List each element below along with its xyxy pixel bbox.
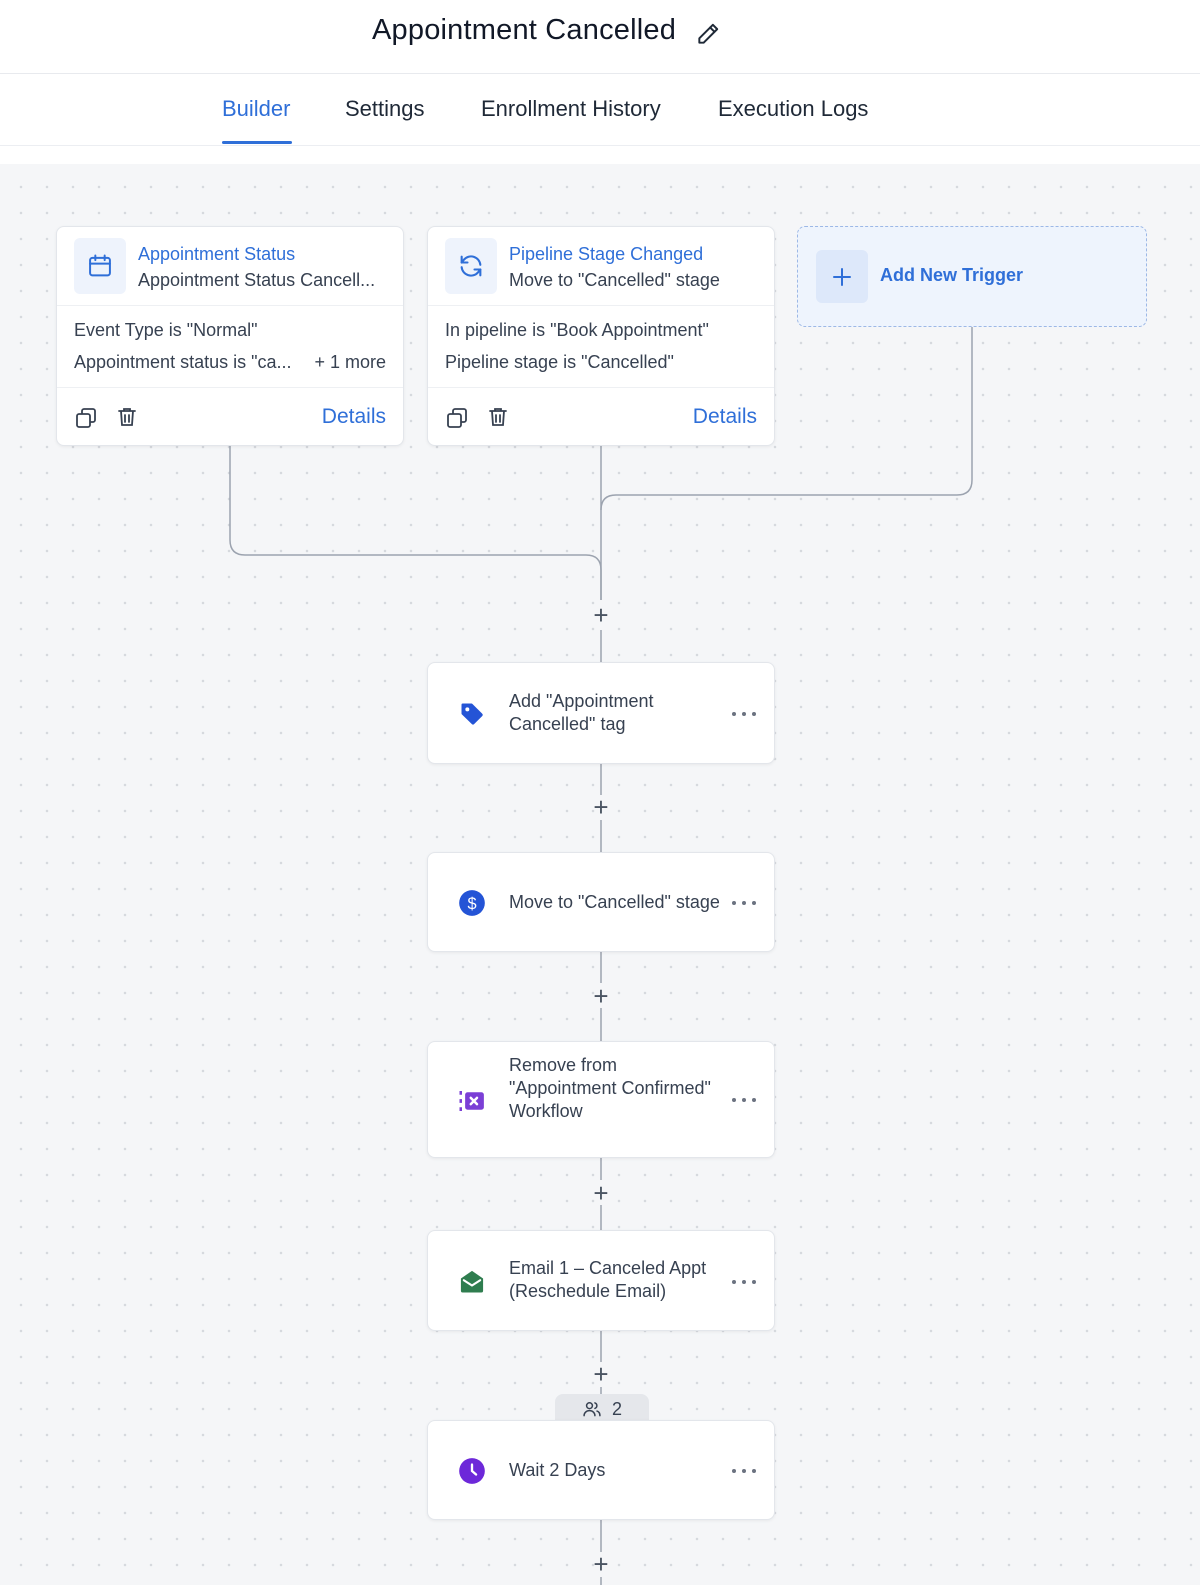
more-options-icon[interactable]: [732, 708, 756, 720]
calendar-icon: [74, 238, 126, 294]
action-label: Email 1 – Canceled Appt (Reschedule Emai…: [509, 1258, 707, 1301]
trigger-condition: Pipeline stage is "Cancelled": [445, 352, 674, 372]
action-label: Move to "Cancelled" stage: [509, 892, 720, 912]
contacts-waiting-badge[interactable]: 2: [555, 1394, 649, 1424]
trigger-title: Appointment Status: [138, 244, 296, 264]
action-card-wait[interactable]: Wait 2 Days: [427, 1420, 775, 1520]
add-trigger-label: Add New Trigger: [880, 265, 1024, 285]
tab-builder[interactable]: Builder: [222, 96, 291, 121]
plus-icon: [816, 250, 868, 303]
trigger-title: Pipeline Stage Changed: [509, 244, 704, 264]
details-link[interactable]: Details: [692, 405, 757, 428]
tab-bar: Builder Settings Enrollment History Exec…: [0, 74, 1200, 146]
add-step-button[interactable]: +: [593, 1359, 609, 1389]
more-conditions-link[interactable]: + 1 more: [314, 352, 386, 372]
copy-icon[interactable]: [74, 406, 98, 430]
copy-icon[interactable]: [445, 406, 469, 430]
workflow-header: Appointment Cancelled: [0, 0, 1200, 74]
trigger-condition: Event Type is "Normal": [74, 320, 258, 340]
add-step-button[interactable]: +: [593, 1549, 609, 1579]
page-title: Appointment Cancelled: [372, 14, 677, 46]
action-card-email[interactable]: Email 1 – Canceled Appt (Reschedule Emai…: [427, 1230, 775, 1331]
add-step-button[interactable]: +: [593, 1178, 609, 1208]
trigger-card-appointment-status[interactable]: Appointment Status Appointment Status Ca…: [56, 226, 404, 446]
action-card-add-tag[interactable]: Add "Appointment Cancelled" tag: [427, 662, 775, 764]
tag-icon: [446, 688, 498, 740]
add-step-button[interactable]: +: [593, 792, 609, 822]
more-options-icon[interactable]: [732, 1465, 756, 1477]
action-card-move-stage[interactable]: $ Move to "Cancelled" stage: [427, 852, 775, 952]
trigger-card-pipeline-stage[interactable]: Pipeline Stage Changed Move to "Cancelle…: [427, 226, 775, 446]
refresh-icon: [445, 238, 497, 294]
trigger-condition: Appointment status is "ca...: [74, 352, 292, 372]
action-card-remove-workflow[interactable]: Remove from "Appointment Confirmed" Work…: [427, 1041, 775, 1158]
dollar-icon: $: [446, 877, 498, 929]
trash-icon[interactable]: [486, 405, 510, 429]
svg-text:$: $: [467, 895, 476, 913]
clock-icon: [446, 1445, 498, 1497]
tab-execution-logs[interactable]: Execution Logs: [718, 96, 869, 121]
email-icon: [446, 1256, 498, 1308]
action-label: Remove from "Appointment Confirmed" Work…: [509, 1055, 711, 1121]
more-options-icon[interactable]: [732, 1276, 756, 1288]
users-icon: [583, 1402, 601, 1417]
add-new-trigger-button[interactable]: Add New Trigger: [797, 226, 1147, 327]
active-tab-indicator: [222, 141, 292, 144]
tab-enrollment-history[interactable]: Enrollment History: [481, 96, 661, 121]
trigger-subtitle: Appointment Status Cancell...: [138, 270, 376, 290]
edit-title-button[interactable]: [694, 20, 722, 48]
tab-settings[interactable]: Settings: [345, 96, 425, 121]
action-label: Add "Appointment Cancelled" tag: [509, 691, 654, 734]
add-step-button[interactable]: +: [593, 981, 609, 1011]
waiting-count: 2: [611, 1398, 622, 1419]
more-options-icon[interactable]: [732, 1094, 756, 1106]
remove-workflow-icon: [446, 1075, 498, 1127]
details-link[interactable]: Details: [321, 405, 386, 428]
add-step-button[interactable]: +: [593, 600, 609, 630]
pencil-icon: [698, 23, 719, 44]
trash-icon[interactable]: [115, 405, 139, 429]
trigger-subtitle: Move to "Cancelled" stage: [509, 270, 720, 290]
action-label: Wait 2 Days: [509, 1460, 606, 1480]
trigger-condition: In pipeline is "Book Appointment": [445, 320, 709, 340]
more-options-icon[interactable]: [732, 897, 756, 909]
